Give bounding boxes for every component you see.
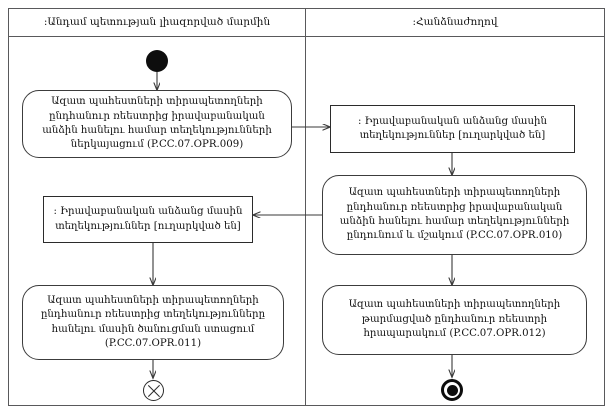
action-node-opr-009-label: Ազատ պահեստների տիրապետողների ընդհանուր … (42, 96, 272, 151)
swimlane-title-left: :Անդամ պետության լիազորված մարմին (43, 16, 271, 28)
activity-final-node[interactable] (441, 379, 463, 401)
object-node-right-label: : Իրավաբանական անձանց մասին տեղեկություն… (358, 115, 547, 141)
action-node-opr-009[interactable]: Ազատ պահեստների տիրապետողների ընդհանուր … (22, 90, 292, 158)
action-node-opr-010[interactable]: Ազատ պահեստների տիրապետողների ընդհանուր … (322, 175, 587, 255)
flow-final-node[interactable] (143, 380, 164, 401)
object-node-left-label: : Իրավաբանական անձանց մասին տեղեկություն… (53, 206, 243, 232)
object-node-left[interactable]: : Իրավաբանական անձանց մասին տեղեկություն… (43, 196, 253, 243)
swimlane-header-rule (8, 36, 605, 37)
swimlane-divider (305, 8, 306, 406)
action-node-opr-012[interactable]: Ազատ պահեստների տիրապետողների թարմացված … (322, 285, 587, 355)
action-node-opr-010-label: Ազատ պահեստների տիրապետողների ընդհանուր … (339, 187, 570, 242)
object-node-right[interactable]: : Իրավաբանական անձանց մասին տեղեկություն… (330, 105, 575, 153)
swimlane-title-right: :Հանձնաժողով (412, 16, 498, 28)
action-node-opr-011-label: Ազատ պահեստների տիրապետողների ընդհանուր … (40, 294, 266, 349)
action-node-opr-011[interactable]: Ազատ պահեստների տիրապետողների ընդհանուր … (22, 285, 284, 360)
action-node-opr-012-label: Ազատ պահեստների տիրապետողների թարմացված … (348, 299, 561, 340)
initial-node[interactable] (146, 50, 168, 72)
